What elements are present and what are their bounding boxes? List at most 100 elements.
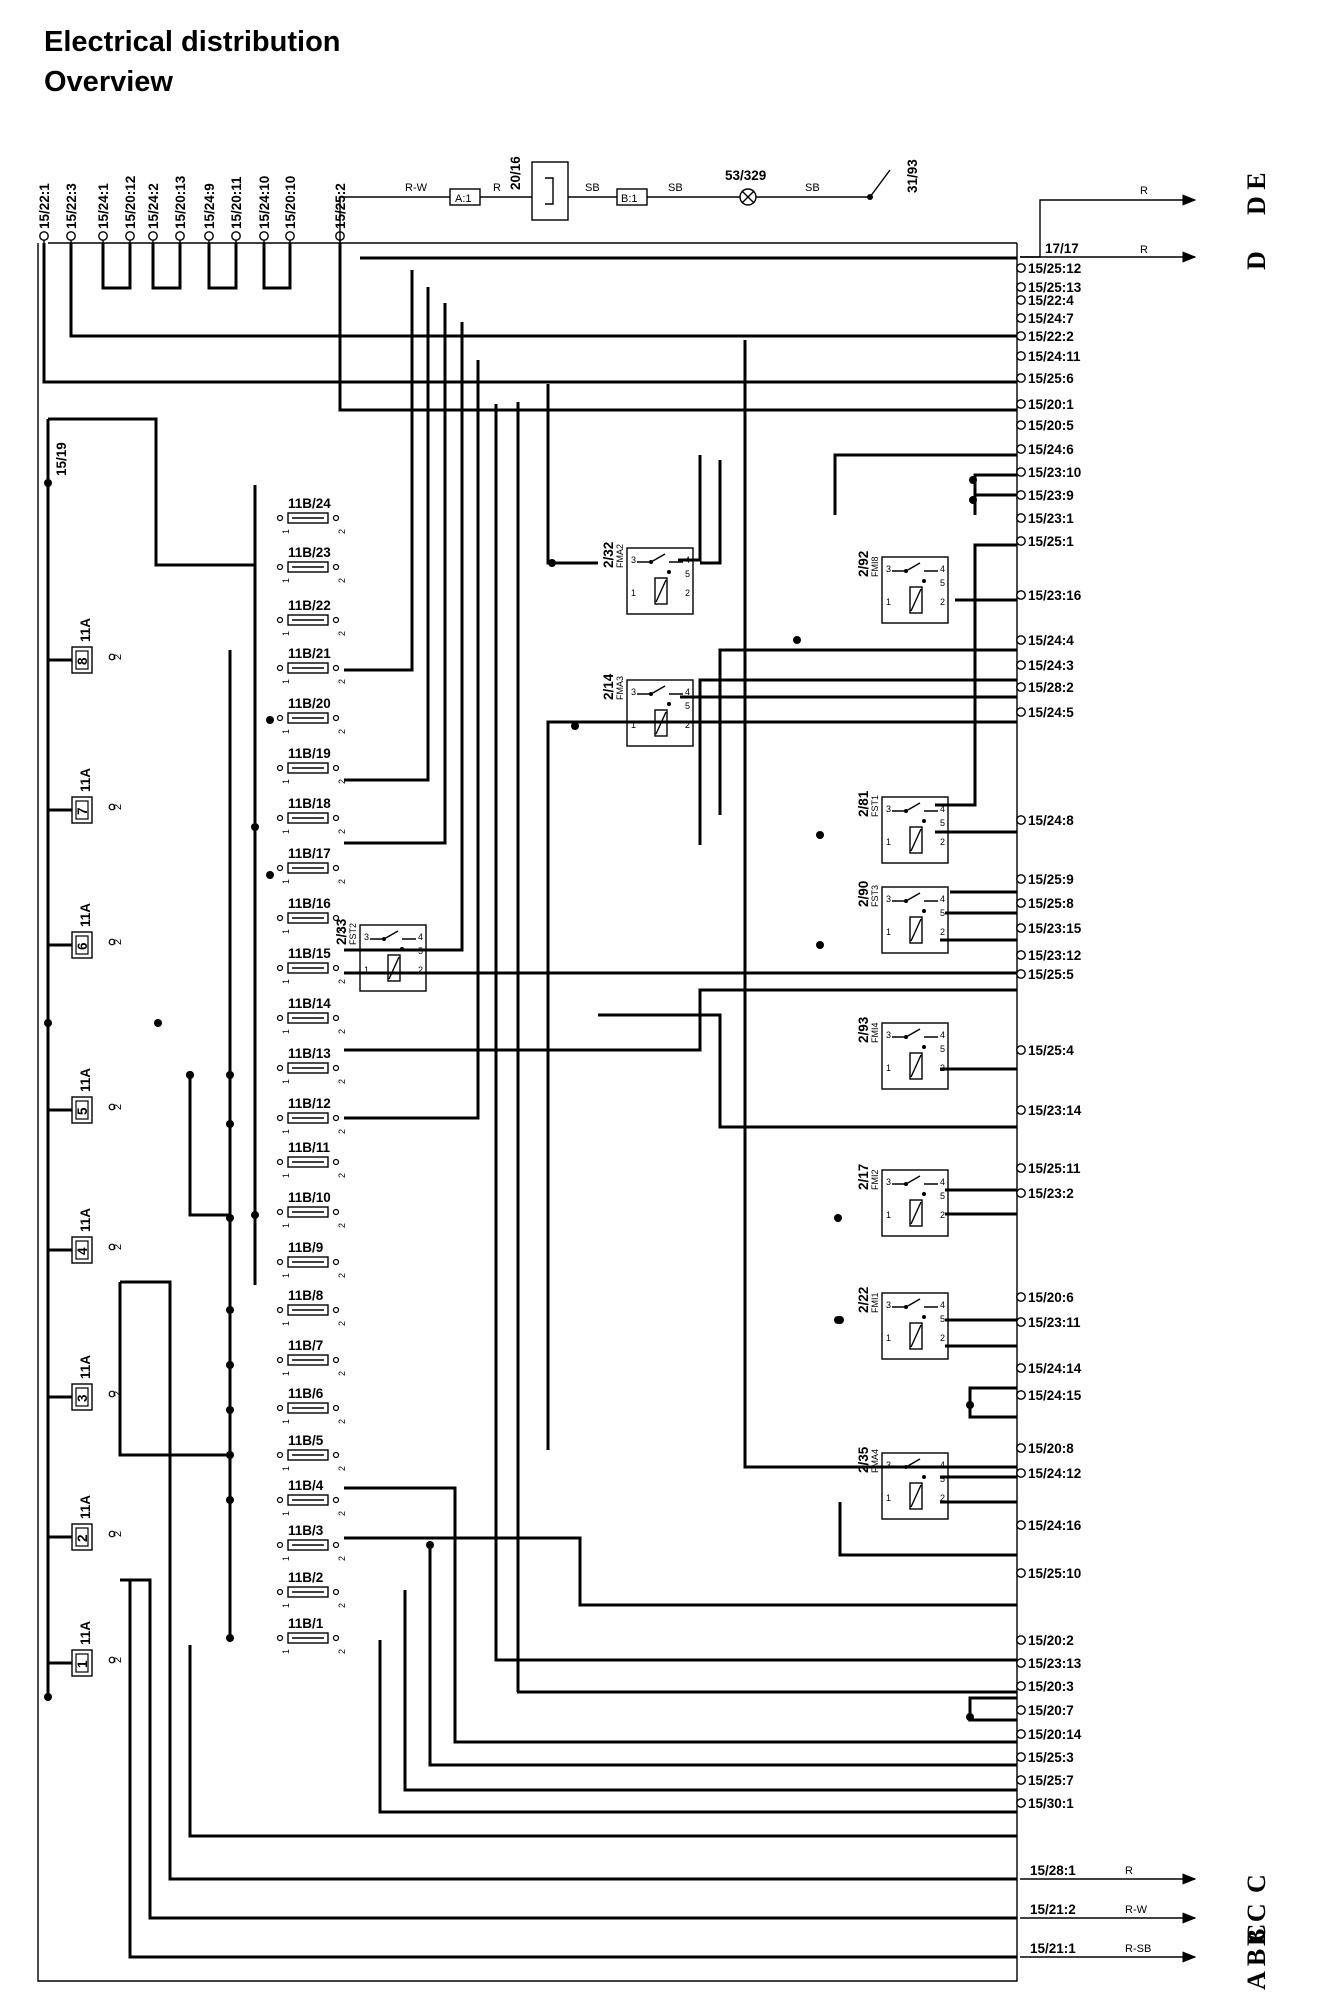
main-fuse-rating: 11A xyxy=(78,1355,93,1379)
pin-label: 5 xyxy=(685,569,690,579)
main-fuse-number: 4 xyxy=(75,1247,90,1255)
pin-label: 2 xyxy=(337,1129,347,1134)
top-connector-label: 15/20:10 xyxy=(283,176,298,229)
main-fuse-rating: 11A xyxy=(78,1621,93,1645)
output-c-wire: R xyxy=(1125,1865,1133,1877)
pin-label: 4 xyxy=(418,932,423,942)
right-connector-label: 15/24:4 xyxy=(1028,633,1074,648)
relay-name: FST2 xyxy=(348,923,358,945)
pin-label: 1 xyxy=(281,679,291,684)
pin-label: 2 xyxy=(337,631,347,636)
right-connector: 15/20:1 xyxy=(1016,397,1074,412)
pin-label: 3 xyxy=(364,932,369,942)
pin-label: 1 xyxy=(281,1649,291,1654)
connector-b1-label: B:1 xyxy=(621,193,638,205)
output-a-pin: 15/21:1 xyxy=(1030,1941,1076,1956)
main-fuse-rating: 11A xyxy=(78,903,93,927)
pin-label: 1 xyxy=(281,1223,291,1228)
right-connector: 15/24:3 xyxy=(1016,658,1074,673)
right-connector: 15/23:12 xyxy=(1016,948,1081,963)
pin-label: 1 xyxy=(281,879,291,884)
pin-label: 1 xyxy=(281,1173,291,1178)
fuse-label: 11B/5 xyxy=(288,1433,324,1448)
fuse-label: 11B/10 xyxy=(288,1190,331,1205)
pin-label: 1 xyxy=(281,1029,291,1034)
right-connector: 15/30:1 xyxy=(1016,1796,1074,1811)
top-connector: 15/20:12 xyxy=(123,176,138,243)
pin-label: 2 xyxy=(337,879,347,884)
fuse-label: 11B/16 xyxy=(288,896,331,911)
pin-label: 2 xyxy=(337,1321,347,1326)
pin-label: 3 xyxy=(886,894,891,904)
pin-label: 2 xyxy=(940,837,945,847)
pin-label: 1 xyxy=(281,1556,291,1561)
pin-label: 1 xyxy=(281,631,291,636)
right-connector: 15/25:7 xyxy=(1016,1773,1074,1788)
right-connector-label: 15/25:13 xyxy=(1028,280,1082,295)
pin-label: 2 xyxy=(685,720,690,730)
top-connector-label: 15/24:9 xyxy=(202,183,217,229)
pin-label: 5 xyxy=(940,1314,945,1324)
pin-label: 2 xyxy=(337,1223,347,1228)
right-connector-label: 15/24:3 xyxy=(1028,658,1074,673)
pin-label: 5 xyxy=(940,908,945,918)
relay-name: FST1 xyxy=(870,795,880,817)
right-connector: 15/22:2 xyxy=(1016,329,1074,344)
pin-label: 3 xyxy=(886,1460,891,1470)
top-connector: 15/20:13 xyxy=(173,175,188,243)
right-connector-label: 15/25:4 xyxy=(1028,1043,1074,1058)
pin-label: 2 xyxy=(337,1079,347,1084)
pin-label: 4 xyxy=(940,804,945,814)
pin-label: 1 xyxy=(631,720,636,730)
right-connector-label: 15/24:14 xyxy=(1028,1361,1082,1376)
component-20-16-label: 20/16 xyxy=(508,156,523,190)
right-connector-label: 15/23:13 xyxy=(1028,1656,1082,1671)
wiring xyxy=(42,243,1017,1959)
pin-label: 2 xyxy=(112,1657,124,1663)
right-connector-label: 15/25:1 xyxy=(1028,534,1074,549)
right-connector: 15/25:9 xyxy=(1016,872,1074,887)
right-connector: 15/20:7 xyxy=(1016,1703,1074,1718)
relay-name: FMI2 xyxy=(870,1169,880,1190)
pin-label: 1 xyxy=(281,1079,291,1084)
right-connector-label: 15/20:2 xyxy=(1028,1633,1074,1648)
pin-label: 2 xyxy=(112,1391,124,1397)
output-d-pin: 17/17 xyxy=(1045,241,1079,256)
fuse-label: 11B/14 xyxy=(288,996,331,1011)
relay-id: 2/81 xyxy=(856,790,871,817)
pin-label: 4 xyxy=(685,687,690,697)
pin-label: 1 xyxy=(281,1511,291,1516)
right-connector-label: 15/20:5 xyxy=(1028,418,1074,433)
pin-label: 1 xyxy=(281,729,291,734)
main-fuse-rating: 11A xyxy=(78,1495,93,1519)
fuse-box-frame xyxy=(37,242,1018,1982)
pin-label: 1 xyxy=(886,1210,891,1220)
fuse-label: 11B/24 xyxy=(288,496,331,511)
relay-name: FMI4 xyxy=(870,1022,880,1043)
right-connector-label: 15/23:11 xyxy=(1028,1315,1081,1330)
top-connector: 15/24:2 xyxy=(146,183,161,243)
right-connector: 15/25:8 xyxy=(1016,896,1074,911)
main-fuse-number: 6 xyxy=(75,942,90,950)
top-connector-label: 15/20:13 xyxy=(173,175,188,229)
right-connector-label: 15/20:3 xyxy=(1028,1679,1074,1694)
fuse-label: 11B/13 xyxy=(288,1046,331,1061)
pin-label: 2 xyxy=(337,929,347,934)
pin-label: 2 xyxy=(940,1333,945,1343)
pin-label: 5 xyxy=(940,1474,945,1484)
right-connector-label: 15/24:15 xyxy=(1028,1388,1082,1403)
fuse-label: 11B/15 xyxy=(288,946,331,961)
right-connector: 15/25:10 xyxy=(1016,1566,1081,1581)
